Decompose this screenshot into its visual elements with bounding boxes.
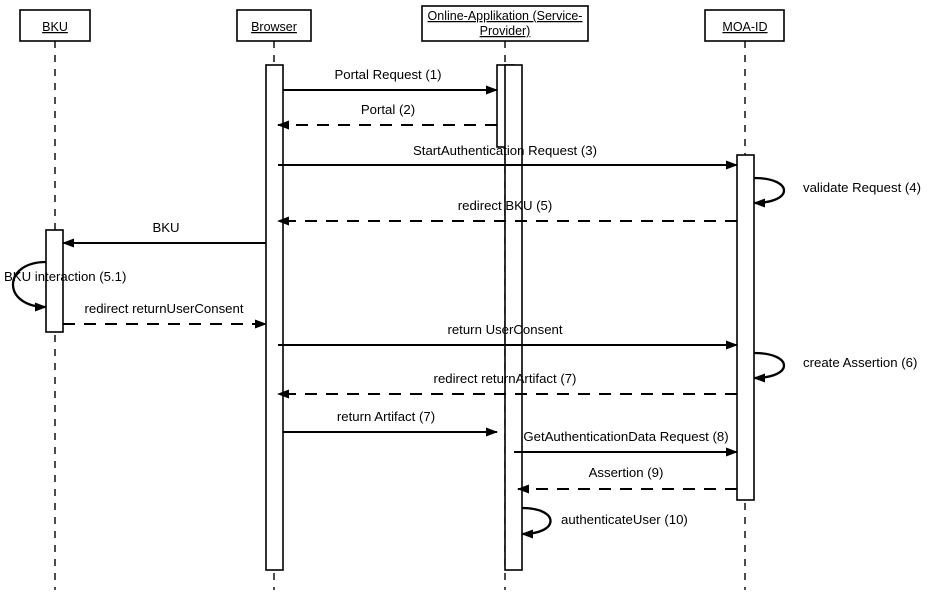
participant-box-browser[interactable] — [236, 9, 312, 42]
message-label-6a: redirect returnUserConsent — [84, 301, 243, 316]
participant-box-moaid[interactable] — [704, 9, 785, 42]
message-2: Portal (2) — [277, 102, 497, 130]
message-7b: return Artifact (7) — [283, 409, 498, 437]
activation-bar-browser — [265, 64, 284, 571]
message-label-7b: return Artifact (7) — [337, 409, 435, 424]
message-5a: BKU — [62, 220, 266, 248]
message-label-2: Portal (2) — [361, 102, 415, 117]
message-6: create Assertion (6) — [753, 351, 917, 383]
message-label-1: Portal Request (1) — [334, 67, 441, 82]
message-4: validate Request (4) — [753, 176, 921, 208]
participant-header-moaid[interactable]: MOA-ID — [704, 9, 785, 42]
participant-label-browser: Browser — [251, 20, 297, 34]
activation-bar-moaid — [736, 154, 755, 501]
message-1: Portal Request (1) — [283, 67, 498, 95]
message-5: redirect BKU (5) — [277, 198, 737, 226]
message-9: Assertion (9) — [517, 465, 737, 494]
message-6a: redirect returnUserConsent — [63, 301, 267, 329]
participant-label-oa-line2: Provider) — [480, 24, 531, 38]
activation-bar-bku — [45, 229, 64, 333]
self-message-arrow-6 — [753, 351, 785, 383]
participant-label-bku: BKU — [42, 20, 68, 34]
message-5.1: BKU interaction (5.1) — [4, 260, 126, 312]
message-label-6b: return UserConsent — [447, 322, 562, 337]
message-label-5a: BKU — [152, 220, 179, 235]
messages-layer: Portal Request (1) Portal (2) StartAuthent… — [4, 67, 921, 539]
message-3: StartAuthentication Request (3) — [278, 143, 738, 170]
self-message-arrow-5.1 — [11, 260, 47, 312]
participant-header-bku[interactable]: BKU — [19, 9, 91, 42]
activations-layer — [45, 64, 755, 571]
message-label-5.1: BKU interaction (5.1) — [4, 269, 126, 284]
message-label-6: create Assertion (6) — [803, 355, 917, 370]
participant-box-bku[interactable] — [19, 9, 91, 42]
message-label-10: authenticateUser (10) — [561, 512, 688, 527]
self-message-arrow-10 — [521, 506, 552, 539]
participant-label-moaid: MOA-ID — [722, 20, 767, 34]
participant-header-browser[interactable]: Browser — [236, 9, 312, 42]
message-8: GetAuthenticationData Request (8) — [514, 429, 738, 457]
participant-label-oa: Online-Applikation (Service- — [428, 9, 583, 23]
self-message-arrow-4 — [753, 176, 785, 208]
participant-headers-layer: BKU Browser Online-Applikation (Service-Pr… — [19, 5, 785, 42]
message-7a: redirect returnArtifact (7) — [277, 371, 737, 399]
message-label-8: GetAuthenticationData Request (8) — [523, 429, 728, 444]
participant-header-oa[interactable]: Online-Applikation (Service-Provider) — [421, 5, 589, 42]
message-label-9: Assertion (9) — [589, 465, 664, 480]
message-6b: return UserConsent — [278, 322, 738, 350]
message-label-7a: redirect returnArtifact (7) — [434, 371, 577, 386]
message-10: authenticateUser (10) — [521, 506, 688, 539]
message-label-5: redirect BKU (5) — [458, 198, 553, 213]
message-label-3: StartAuthentication Request (3) — [413, 143, 597, 158]
activation-bar-oa — [504, 64, 523, 571]
participant-box-oa[interactable] — [421, 5, 589, 42]
message-label-4: validate Request (4) — [803, 180, 921, 195]
